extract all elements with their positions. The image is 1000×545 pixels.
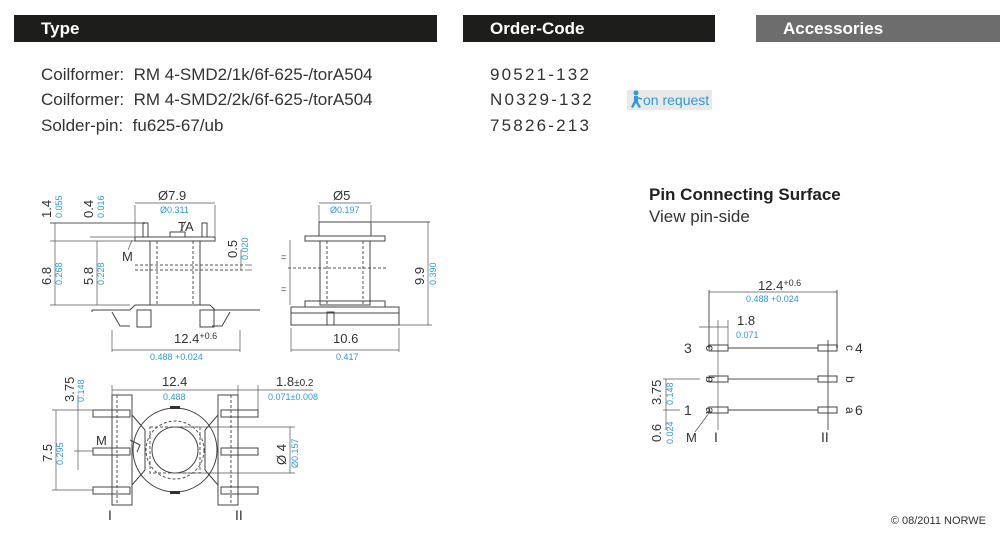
dim-d99: 9.9 [412,267,427,285]
dim-d75: 7.5 [40,444,55,462]
pin-b-left: b [703,376,717,383]
pin-surface-title: Pin Connecting Surface [649,185,841,204]
dim-d4: Ø 4 [274,444,289,465]
walking-person-icon [631,90,643,108]
dim-d05: 0.5 [225,240,240,258]
dim-d14-inch: 0.055 [54,195,64,218]
pin-dim-d18: 1.8 [737,313,755,328]
order-code[interactable]: 75826-213 [490,116,592,135]
pin-dim-d375: 3.75 [649,380,664,405]
dim-d124-top: 12.4+0.6 [174,331,217,346]
dim-d18: 1.8±0.2 [276,374,314,389]
top-view: 12.4 0.488 1.8±0.2 0.071±0.008 M I II 3.… [40,374,318,523]
pin-3: 3 [684,340,692,356]
pin-c-right: c [843,345,857,351]
header-type: Type [14,15,437,42]
dim-d99-inch: 0.390 [428,262,438,285]
dim-d05-inch: 0.020 [240,237,250,260]
dim-d75-inch: 0.295 [55,442,65,465]
item-type: fu625-67/ub [132,116,224,135]
svg-text:=: = [281,284,286,294]
front-view: Ø7.9 Ø0.311 TA M 12.4+0.6 0.488 +0.024 1… [39,188,260,362]
pin-b-right: b [843,376,857,383]
pin-a-left: a [703,407,717,414]
side-label-2: II [235,507,243,523]
pin-label-m: M [686,430,697,445]
pin-dim-d06: 0.6 [649,424,664,442]
pin-dim-d375-inch: 0.148 [665,382,675,405]
dim-d106-inch: 0.417 [336,352,359,362]
header-order-code: Order-Code [463,15,715,42]
on-request-label: on request [643,92,710,108]
on-request-badge: on request [627,90,713,110]
pin-surface-view: 12.4+0.6 0.488 +0.024 1.8 0.071 3 c c 4 … [649,278,863,445]
copyright: © 08/2011 NORWE [890,515,986,527]
dim-d79-inch: Ø0.311 [160,205,189,215]
type-row: Coilformer: RM 4-SMD2/1k/6f-625-/torA504 [41,64,373,86]
item-type: RM 4-SMD2/1k/6f-625-/torA504 [133,65,373,84]
pin-a-right: a [843,407,857,414]
label-ta: TA [178,219,194,234]
dim-d68-inch: 0.268 [54,262,64,285]
dim-d375: 3.75 [62,377,77,402]
pin-surface-subtitle: View pin-side [649,207,750,226]
dim-d124: 12.4 [162,374,187,389]
pin-dim-d18-inch: 0.071 [736,330,759,340]
side-label-1: I [108,507,112,523]
dim-d5: Ø5 [333,188,350,203]
pin-dim-d124: 12.4+0.6 [758,278,801,293]
dim-d106: 10.6 [333,331,358,346]
order-code[interactable]: 90521-132 [490,65,592,84]
dim-d04: 0.4 [81,200,96,218]
dim-d124-inch: 0.488 +0.024 [150,352,203,362]
svg-text:=: = [281,252,286,262]
dim-d18-inch: 0.071±0.008 [268,392,318,402]
item-label: Coilformer: [41,90,125,109]
dim-d79: Ø7.9 [158,188,186,203]
pin-side-1: I [714,429,718,445]
dim-d68: 6.8 [39,267,54,285]
item-label: Coilformer: [41,65,125,84]
side-view: = = Ø5 Ø0.197 10.6 0.417 9.9 0.390 [281,188,438,362]
dim-d124-inch: 0.488 [163,392,186,402]
item-label: Solder-pin: [41,116,124,135]
item-type: RM 4-SMD2/2k/6f-625-/torA504 [133,90,373,109]
dim-d375-inch: 0.148 [76,379,86,402]
dim-d5-inch: Ø0.197 [330,205,360,215]
pin-c-left: c [703,345,717,351]
type-row: Solder-pin: fu625-67/ub [41,115,223,137]
pin-6: 6 [855,402,863,418]
dim-d58-inch: 0.228 [96,262,106,285]
pin-dim-d06-inch: 0.024 [665,421,675,444]
type-row: Coilformer: RM 4-SMD2/2k/6f-625-/torA504 [41,89,373,111]
order-code[interactable]: N0329-132 [490,90,594,109]
dim-d58: 5.8 [81,267,96,285]
pin-4: 4 [855,340,863,356]
label-m-top: M [96,433,107,448]
header-accessories: Accessories [756,15,1000,42]
dim-d04-inch: 0.016 [96,195,106,218]
dim-d4-inch: Ø0.157 [290,438,300,468]
pin-dim-d124-inch: 0.488 +0.024 [746,294,799,304]
label-m: M [122,249,133,264]
dim-d14: 1.4 [39,200,54,218]
pin-1: 1 [684,402,692,418]
pin-side-2: II [821,429,829,445]
